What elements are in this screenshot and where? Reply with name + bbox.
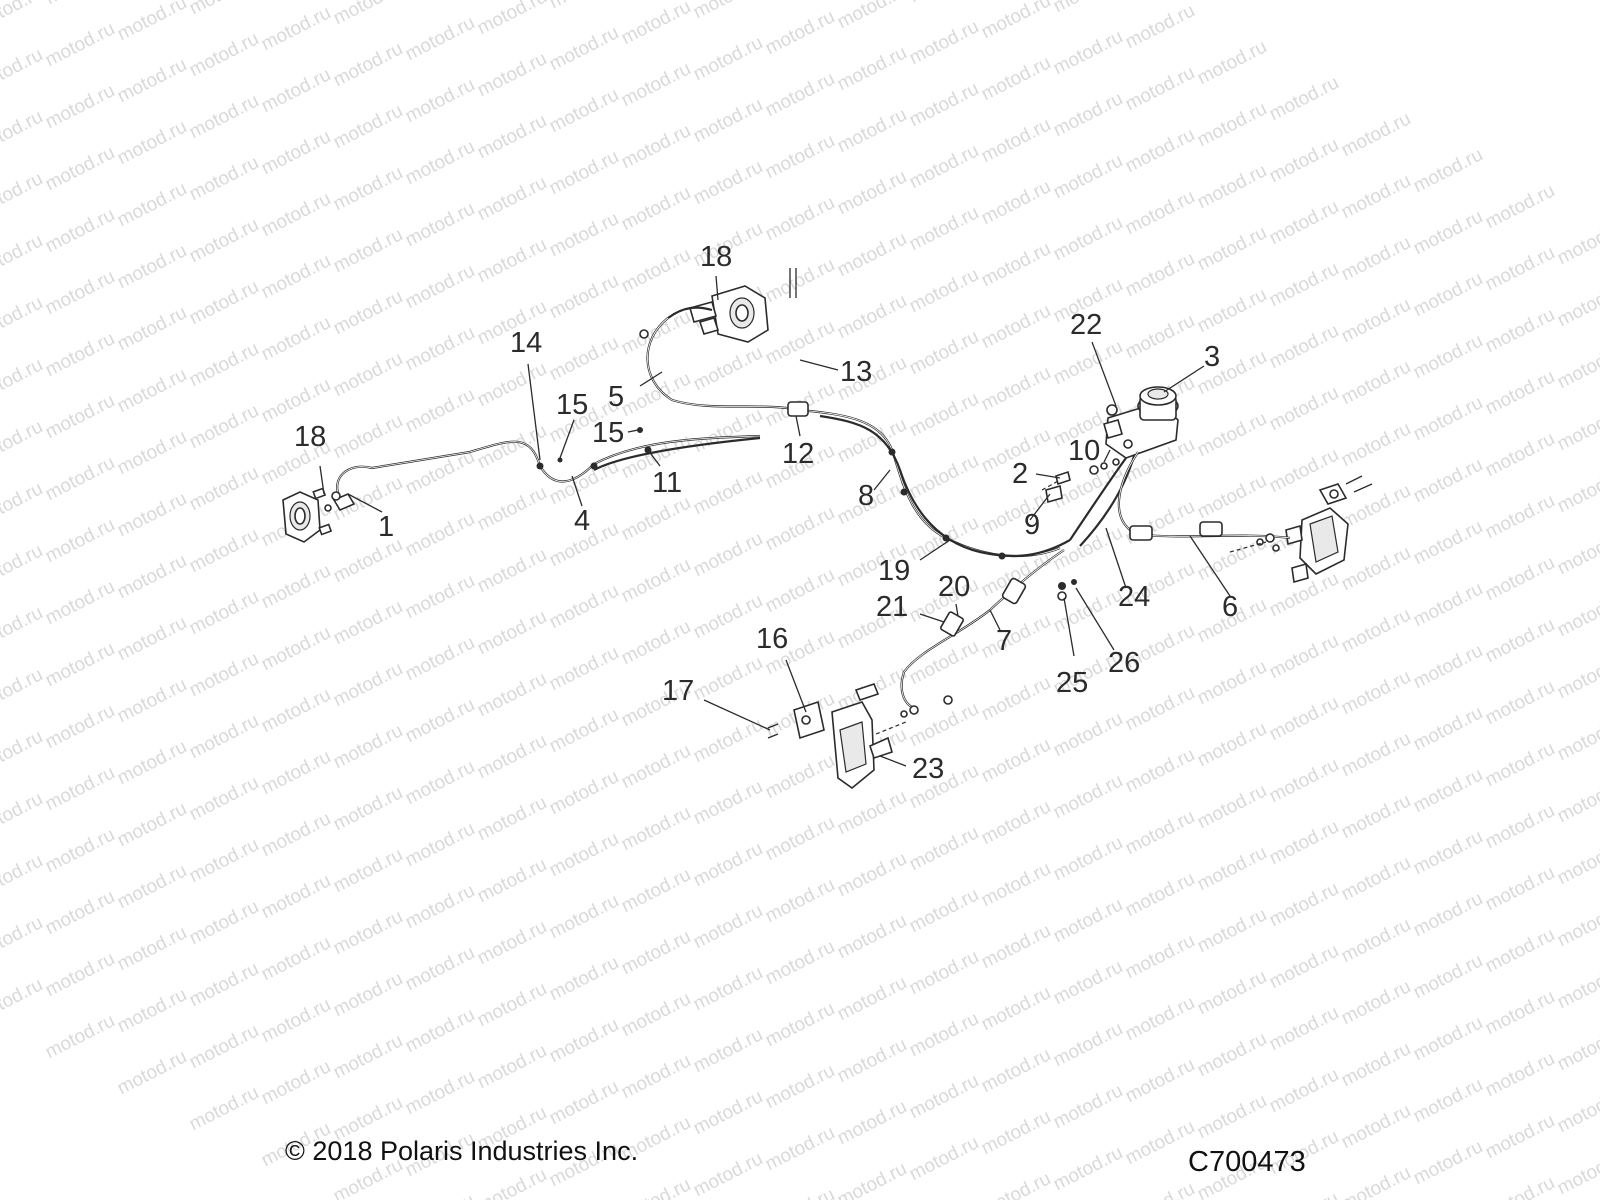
figure-code: C700473	[1188, 1146, 1306, 1178]
upper-caliper	[667, 285, 769, 343]
callout-15b: 15	[592, 417, 624, 449]
callout-21: 21	[876, 591, 908, 623]
callout-25: 25	[1056, 667, 1088, 699]
callout-1: 1	[378, 511, 394, 543]
callout-11: 11	[652, 467, 682, 499]
callout-14: 14	[510, 327, 542, 359]
callout-18a: 18	[294, 421, 326, 453]
leader-lines	[319, 275, 1231, 767]
callout-3: 3	[1204, 341, 1220, 373]
brake-hoses	[336, 317, 1291, 710]
right-caliper	[1285, 475, 1373, 584]
callout-12: 12	[782, 438, 814, 470]
clips-and-fittings	[324, 268, 1280, 735]
callout-10: 10	[1068, 435, 1100, 467]
callout-15a: 15	[556, 389, 588, 421]
left-front-caliper	[282, 487, 356, 543]
callout-23: 23	[912, 753, 944, 785]
callout-labels: 1 2 3 4 5 6 7 8 9 10 11 12 13 14 15 15 1…	[294, 241, 1238, 785]
callout-19: 19	[878, 555, 910, 587]
callout-20: 20	[938, 571, 970, 603]
callout-2: 2	[1012, 458, 1028, 490]
callout-24: 24	[1118, 581, 1150, 613]
callout-6: 6	[1222, 591, 1238, 623]
callout-26: 26	[1108, 647, 1140, 679]
callout-4: 4	[574, 505, 590, 537]
callout-22: 22	[1070, 309, 1102, 341]
master-cylinder	[1103, 386, 1179, 459]
callout-16: 16	[756, 623, 788, 655]
callout-7: 7	[996, 625, 1012, 657]
lower-caliper	[767, 683, 893, 790]
callout-5: 5	[608, 381, 624, 413]
callout-17: 17	[662, 675, 694, 707]
callout-18b: 18	[700, 241, 732, 273]
callout-8: 8	[858, 480, 874, 512]
callout-13: 13	[840, 356, 872, 388]
copyright-notice: © 2018 Polaris Industries Inc.	[285, 1136, 639, 1166]
callout-9: 9	[1024, 509, 1040, 541]
